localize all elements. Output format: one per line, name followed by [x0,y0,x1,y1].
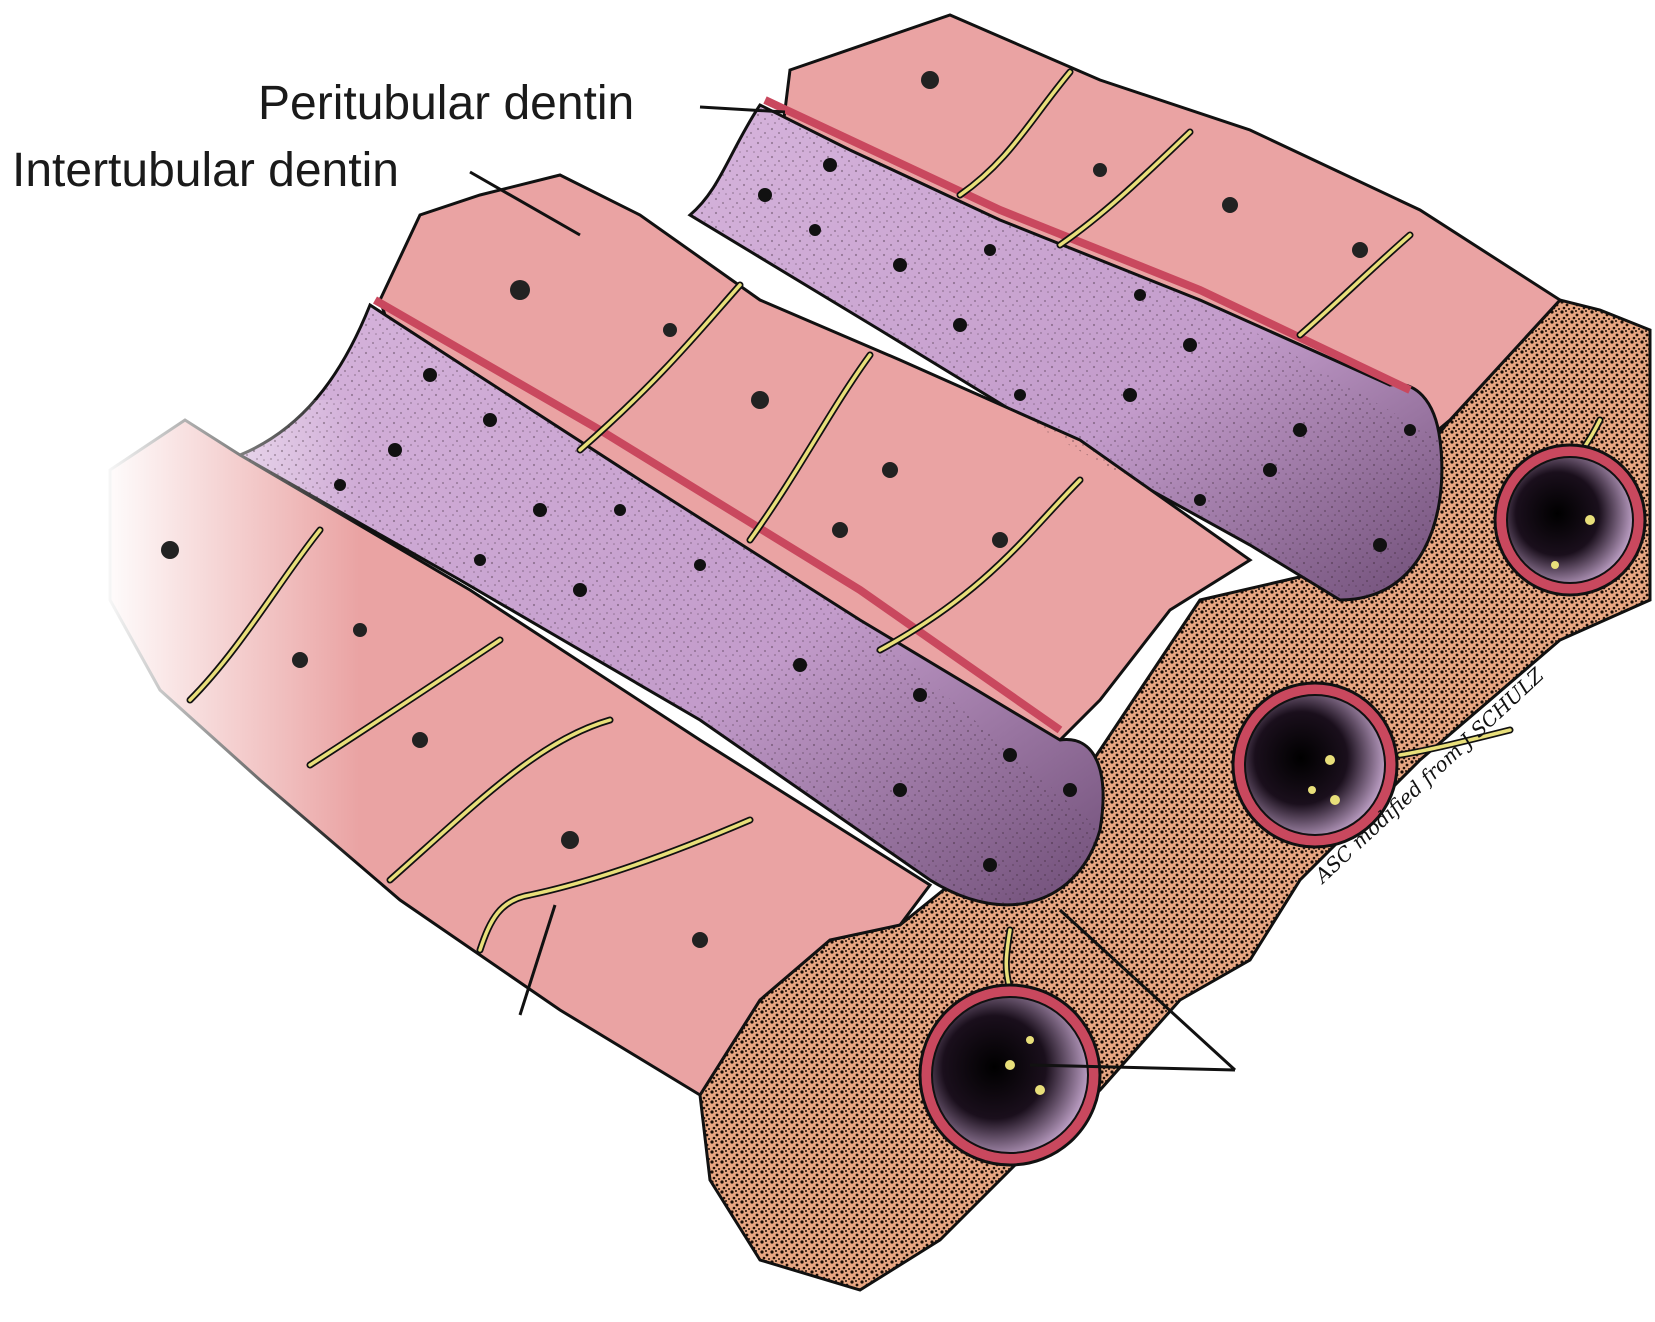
peritubular-dentin-label: Peritubular dentin [258,80,634,128]
tubule-opening-1 [920,985,1100,1165]
tubule-opening-3 [1495,445,1645,595]
intertubular-dentin-label: Intertubular dentin [12,147,399,195]
left-fade [100,400,360,1100]
